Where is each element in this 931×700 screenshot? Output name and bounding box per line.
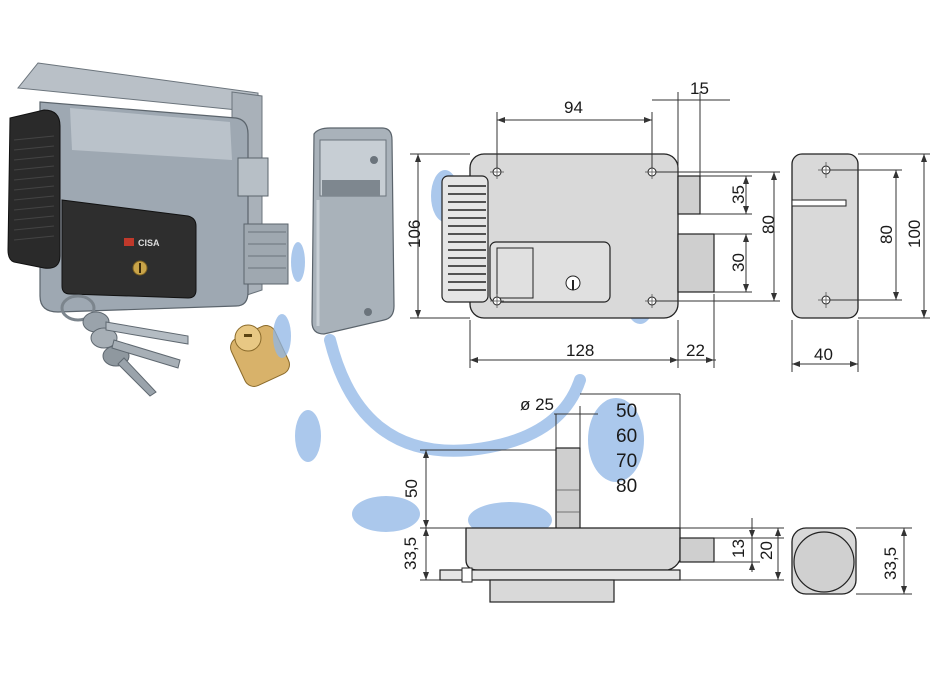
- keys-photo: [60, 294, 189, 397]
- cylinder-face: [234, 324, 262, 352]
- bottom-dim-50-label: 50: [402, 479, 421, 498]
- front-view-panel: [489, 241, 611, 303]
- key-blade-2: [111, 339, 181, 369]
- front-view-screw-holes: [490, 165, 659, 308]
- front-view-arrowheads: [415, 117, 777, 363]
- side-dim-80-label: 80: [877, 225, 896, 244]
- lock-body-highlight: [70, 108, 232, 160]
- lock-dead-bolt: [243, 223, 289, 285]
- bottom-view-body: [465, 527, 681, 571]
- cyl-len-70-label: 70: [616, 451, 637, 472]
- dim-80-label: 80: [759, 215, 778, 234]
- key-blade-1: [105, 321, 189, 345]
- handle-grip-ridges: [13, 135, 55, 241]
- end-view-cylinder-icon: [793, 531, 855, 593]
- bottom-view-bolt: [679, 537, 715, 563]
- end-dim-33-5-label: 33,5: [881, 547, 900, 580]
- cyl-len-80-label: 80: [616, 476, 637, 497]
- front-view-deadbolt: [677, 233, 715, 293]
- handle-grille-lines: [448, 185, 486, 291]
- lock-front-panel: [61, 199, 197, 299]
- cyl-len-50-label: 50: [616, 401, 637, 422]
- dim-22-label: 22: [686, 341, 705, 360]
- key-ring-icon: [60, 294, 96, 322]
- side-view-body: [791, 153, 859, 319]
- key-head-2: [90, 327, 118, 349]
- watermark-dot-left: [291, 242, 305, 282]
- dim-106-label: 106: [405, 220, 424, 248]
- strike-plate-photo: [311, 127, 395, 335]
- front-view-button: [496, 247, 534, 299]
- side-dim-40-label: 40: [814, 345, 833, 364]
- front-view-latch: [677, 175, 701, 215]
- dim-30-label: 30: [729, 253, 748, 272]
- side-dim-100-label: 100: [905, 220, 924, 248]
- front-view-handle: [441, 175, 489, 303]
- brand-label: CISA: [138, 238, 160, 248]
- diameter-label: ø 25: [520, 395, 554, 414]
- bottom-dim-13-label: 13: [729, 539, 748, 558]
- front-view-drawing: 94 15 106 35 30 80 128 22: [405, 79, 780, 368]
- strike-slot: [322, 180, 380, 196]
- lock-photo: CISA: [7, 62, 289, 313]
- bottom-view-drawing: ø 25 50 60 70 80 50 33,5 13 20: [401, 393, 784, 603]
- end-view-drawing: 33,5: [791, 527, 912, 595]
- dim-94-label: 94: [564, 98, 583, 117]
- dim-35-label: 35: [729, 185, 748, 204]
- key-blade-3: [117, 357, 157, 397]
- side-view-slot: [791, 199, 847, 207]
- bottom-dim-20-label: 20: [757, 541, 776, 560]
- cyl-len-60-label: 60: [616, 426, 637, 447]
- side-view-drawing: 80 100 40: [791, 153, 930, 372]
- bottom-dim-33-5-label: 33,5: [401, 537, 420, 570]
- dim-15-label: 15: [690, 79, 709, 98]
- brand-logo-icon: [124, 238, 134, 246]
- bottom-view-plate: [439, 569, 681, 581]
- dim-128-label: 128: [566, 341, 594, 360]
- bottom-view-handle: [489, 579, 615, 603]
- lock-latch-bolt: [237, 157, 269, 197]
- lock-handle: [7, 109, 61, 269]
